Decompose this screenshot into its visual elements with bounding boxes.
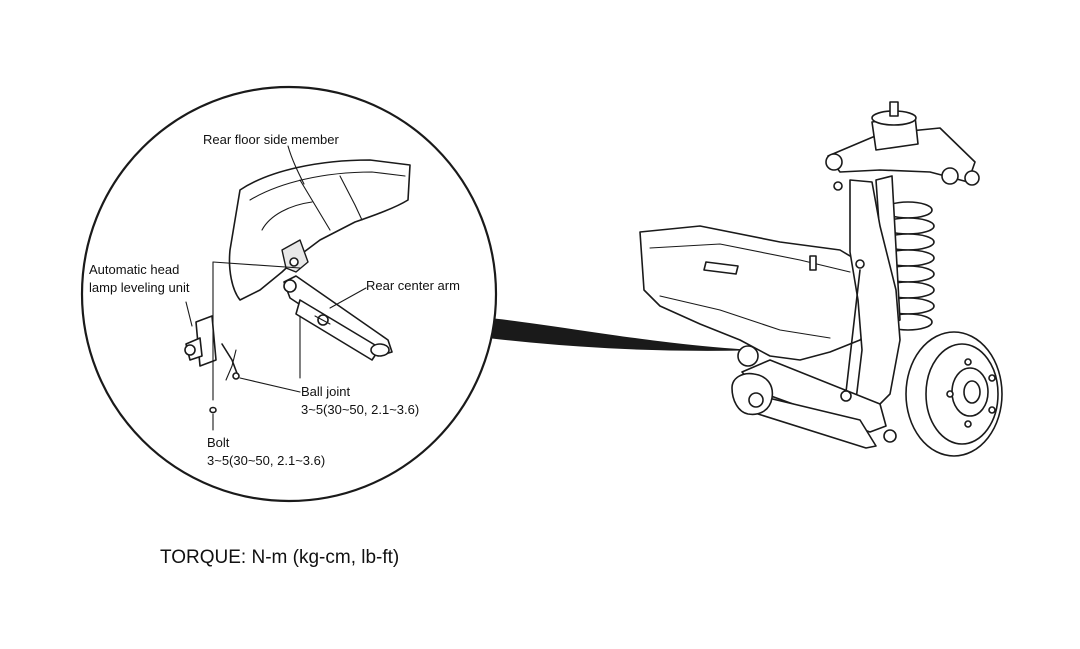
leader-leveling-unit <box>185 301 193 327</box>
rear-center-arm-bottom <box>295 299 381 361</box>
lower-arm-bushing-front <box>737 345 759 367</box>
upper-arm-bushing-right <box>941 167 959 185</box>
wheel-stud-2 <box>988 374 996 382</box>
label-rear-floor-side-member: Rear floor side member <box>203 132 339 147</box>
stabilizer-link-top <box>855 259 865 269</box>
subframe-stud <box>809 255 817 271</box>
leader-rear-center-arm <box>329 287 367 309</box>
subframe-lower-face <box>659 295 831 339</box>
label-automatic-head-line2: lamp leveling unit <box>89 280 190 295</box>
leader-floor-side-member <box>287 145 305 185</box>
wheel-stud-4 <box>964 420 972 428</box>
leader-ball-joint <box>239 315 301 393</box>
wheel-stud-5 <box>946 390 954 398</box>
subframe-body <box>639 225 881 361</box>
stabilizer-link <box>845 269 861 393</box>
rear-center-arm-pivot <box>283 279 297 293</box>
label-bolt: Bolt <box>207 435 230 450</box>
rear-center-arm-bushing <box>370 343 390 357</box>
leveling-unit-sensor <box>184 344 196 356</box>
label-ball-joint: Ball joint <box>301 384 351 399</box>
wheel-stud-1 <box>964 358 972 366</box>
suspension-assembly <box>639 101 1003 457</box>
link-rod <box>225 349 237 381</box>
stabilizer-link-bottom <box>840 390 852 402</box>
floor-side-member-face <box>249 171 406 201</box>
label-ball-joint-torque: 3~5(30~50, 2.1~3.6) <box>301 402 420 417</box>
wheel-hub-center <box>963 380 981 404</box>
upper-arm-bushing-left <box>825 153 843 171</box>
lower-arm-bushing-rear-hole <box>748 392 764 408</box>
knuckle <box>849 179 901 413</box>
wheel-stud-3 <box>988 406 996 414</box>
label-rear-center-arm: Rear center arm <box>366 278 460 293</box>
bracket-nut <box>289 257 299 267</box>
lower-arm-outer-bolt <box>883 429 897 443</box>
floor-side-member-shape <box>228 159 411 301</box>
detail-contents <box>184 145 411 431</box>
torque-units-caption: TORQUE: N-m (kg-cm, lb-ft) <box>160 547 400 568</box>
member-bracket <box>281 239 309 273</box>
subframe-slot <box>703 261 739 275</box>
label-automatic-head-line1: Automatic head <box>89 262 180 277</box>
floor-side-member-inner <box>261 201 313 231</box>
strut-top-stud <box>889 101 899 117</box>
leveling-unit-arm <box>221 343 239 377</box>
rear-center-arm-shape <box>283 275 393 357</box>
leveling-unit-arm-end <box>232 372 240 380</box>
floor-side-member-edge2 <box>339 175 363 221</box>
bolt-head <box>209 406 217 414</box>
label-bolt-torque: 3~5(30~50, 2.1~3.6) <box>207 453 326 468</box>
subframe-top-face <box>649 243 851 273</box>
subframe-nut <box>833 181 843 191</box>
link-rod-upper <box>212 261 301 269</box>
floor-side-member-edge <box>299 179 331 231</box>
upper-arm-bushing-far <box>964 170 980 186</box>
ball-joint-stud <box>314 315 331 325</box>
